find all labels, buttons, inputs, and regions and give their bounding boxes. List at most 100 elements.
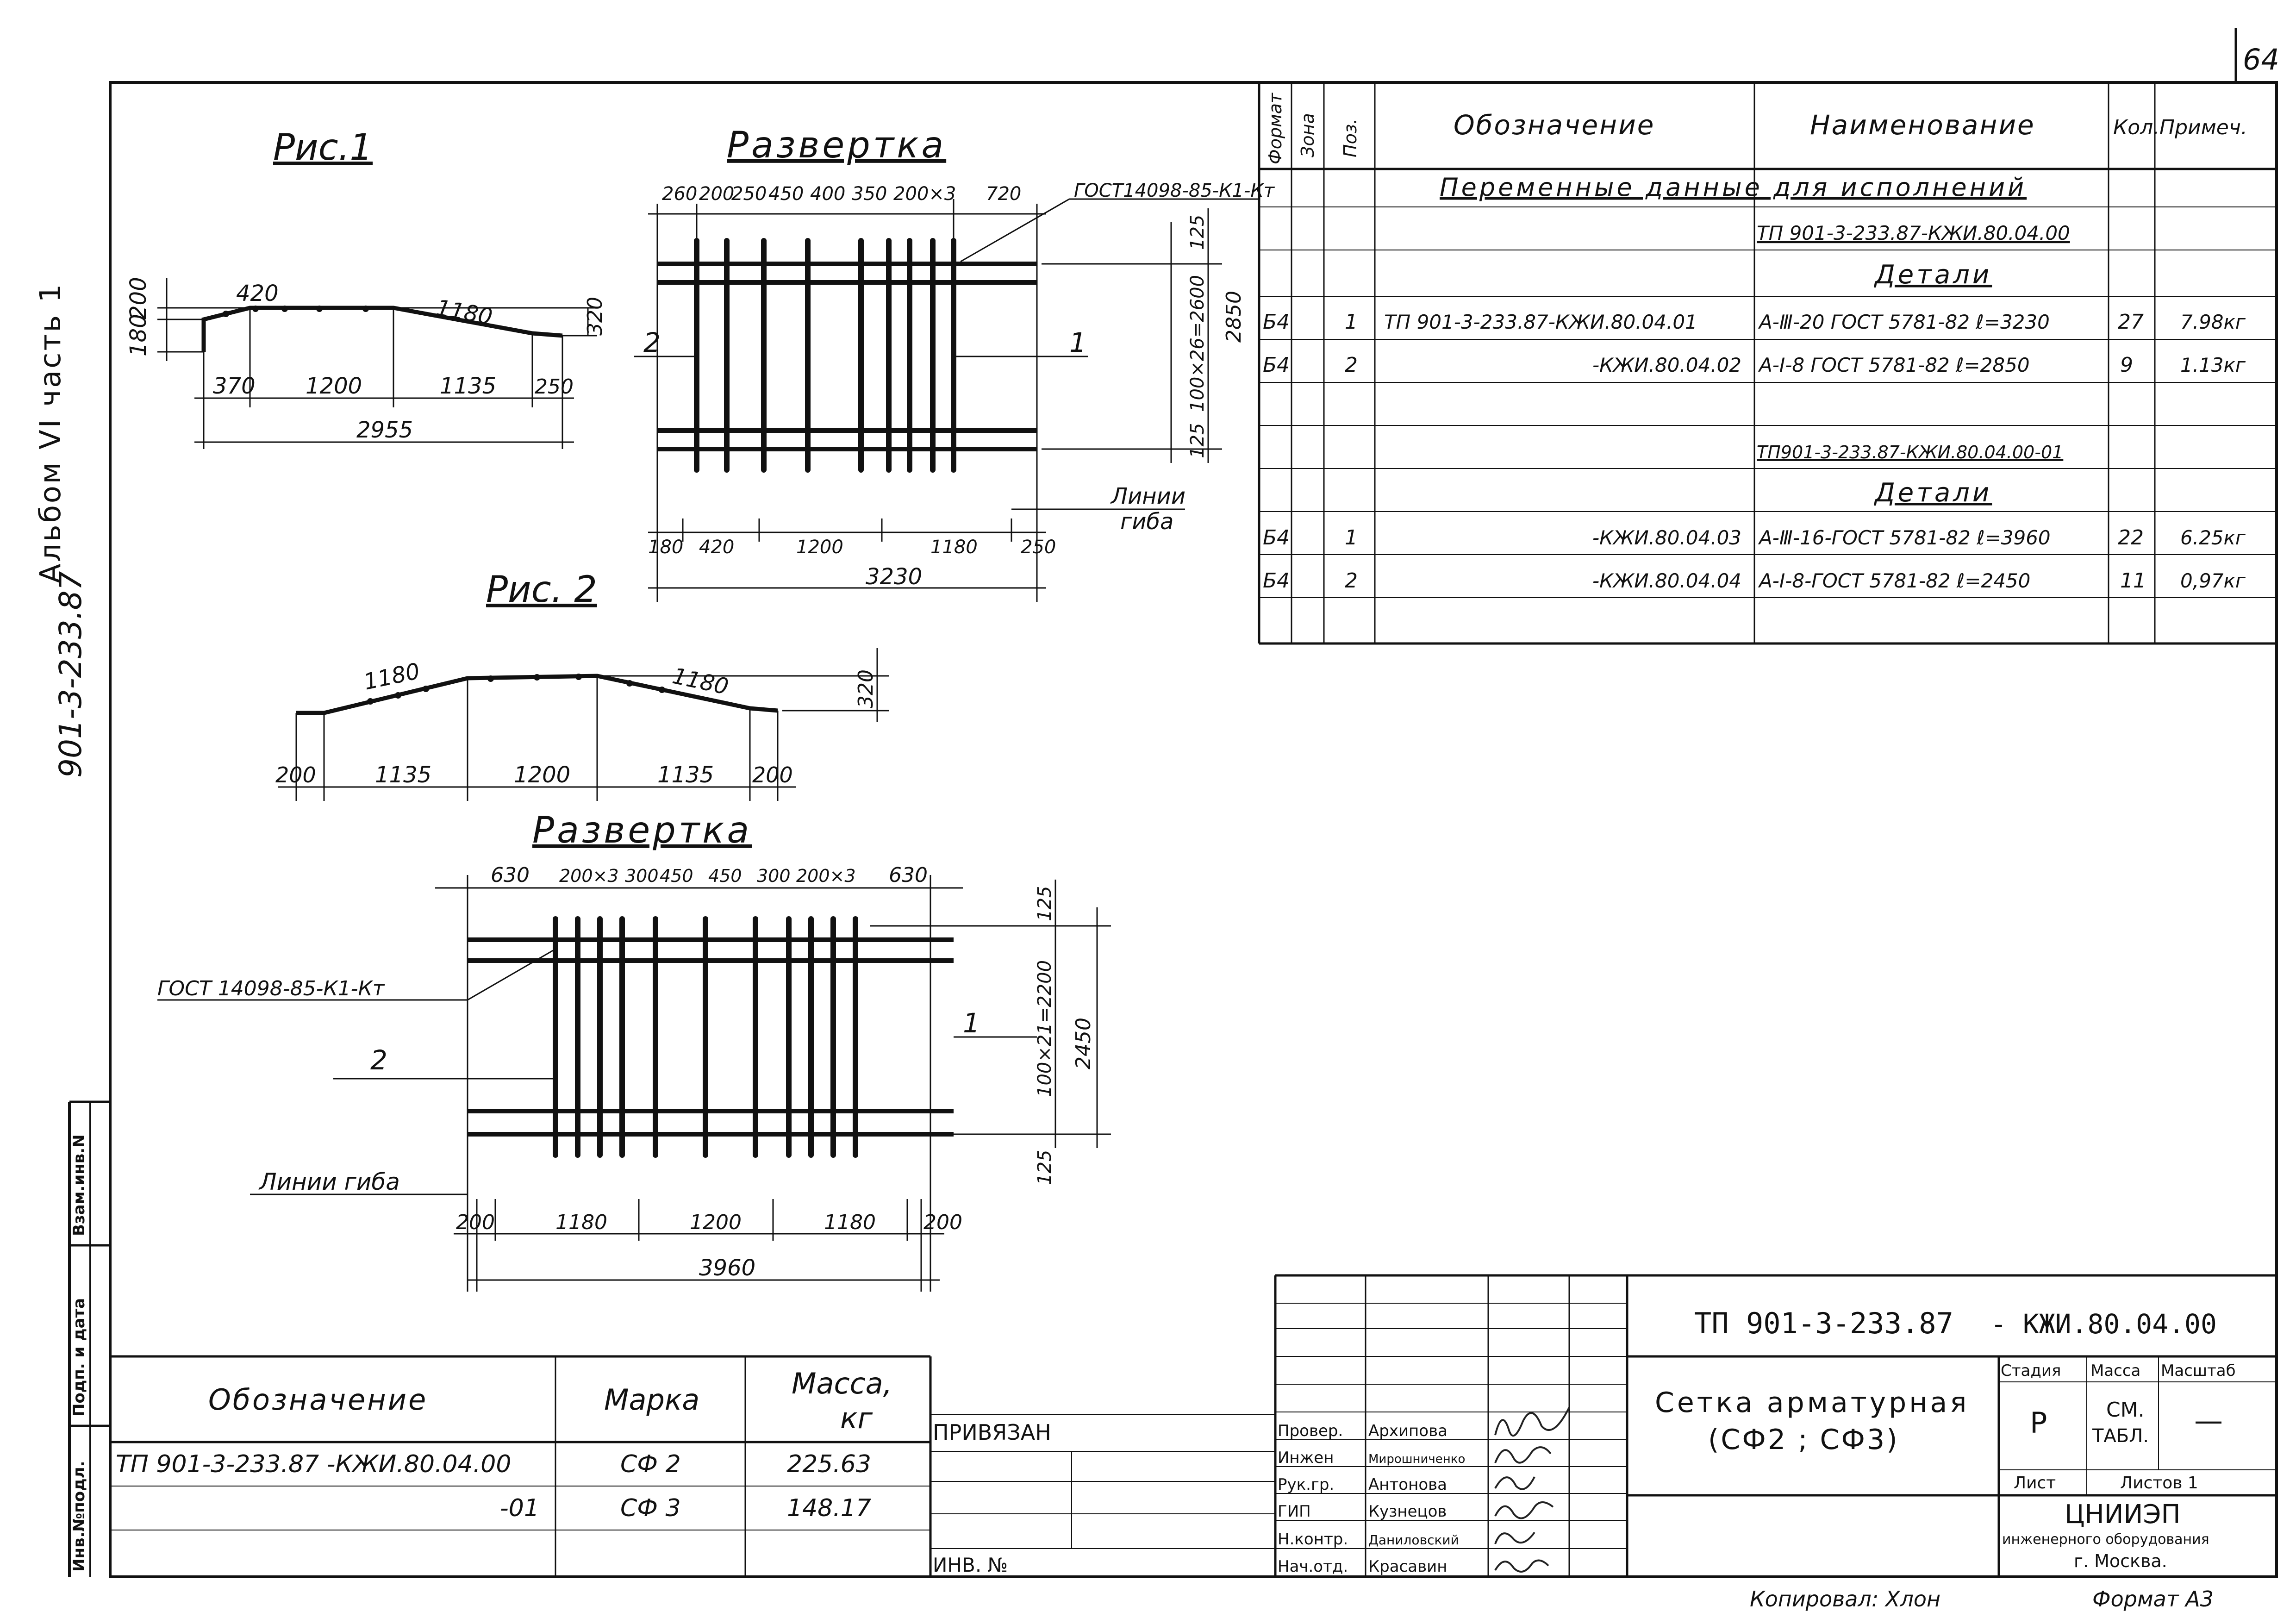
fig2-bend-label: Линии гиба <box>258 1168 400 1195</box>
mass-value-1: СМ. <box>2106 1398 2145 1422</box>
fig1-position-2: 2 <box>643 327 661 358</box>
fig2-side-dim-1135-right: 1135 <box>657 762 714 788</box>
fig2-dev-dim-200x3-right: 200×3 <box>796 866 856 886</box>
album-code: 901-3-233.87 <box>53 571 88 778</box>
signature-2 <box>1494 1446 1552 1464</box>
staff-name-2: Мирошниченко <box>1368 1452 1465 1466</box>
staff-role-2: Инжен <box>1278 1449 1334 1467</box>
fig1-dev-dim-2850: 2850 <box>1222 291 1246 343</box>
mass-row2-mass: 148.17 <box>787 1494 871 1522</box>
fig1-development-view: Развертка 260 200 250 450 400 350 200 <box>634 125 1275 602</box>
fig2-dev-dim-630-right: 630 <box>889 863 928 887</box>
staff-name-3: Антонова <box>1368 1475 1447 1494</box>
fig1-dev-dim-125-top: 125 <box>1187 215 1208 250</box>
fig1-dev-dim-350: 350 <box>852 183 887 205</box>
fig1-dev-dim-200x3: 200×3 <box>893 183 956 205</box>
fig1-dev-dim-250: 250 <box>1021 537 1056 558</box>
fig1-dev-dim-450: 450 <box>768 183 804 205</box>
fig2-side-dim-200-right: 200 <box>752 762 793 787</box>
spec-header-name: Наименование <box>1810 109 2035 141</box>
stamp-replaced-inv: Взам.инв.N <box>70 1134 88 1236</box>
fig2-dev-dim-1180-right: 1180 <box>824 1211 876 1234</box>
staff-name-5: Даниловский <box>1368 1532 1459 1548</box>
fig2-dev-dim-125-top: 125 <box>1034 886 1055 921</box>
binding-label: ПРИВЯЗАН <box>933 1420 1051 1445</box>
org-name: ЦНИИЭП <box>2065 1499 2181 1530</box>
fig2-dev-dim-200-left: 200 <box>456 1211 495 1234</box>
spec-header-zone: Зона <box>1298 113 1318 157</box>
footer-format: Формат А3 <box>2092 1587 2214 1612</box>
fig1-side-dim-2955: 2955 <box>356 417 413 443</box>
fig1-side-dim-420: 420 <box>236 281 279 306</box>
spec-header-pos: Поз. <box>1340 119 1360 157</box>
title-code: ТП 901-3-233.87 <box>1694 1306 1953 1340</box>
fig1-side-dim-1135: 1135 <box>440 373 496 399</box>
spec-row4-name: А-Ⅰ-8 ГОСТ 5781-82 ℓ=2850 <box>1758 354 2030 376</box>
fig1-dev-dim-1180: 1180 <box>930 537 978 558</box>
sheet-number: 64 <box>2243 43 2279 76</box>
stamp-sign-date: Подп. и дата <box>70 1298 88 1417</box>
staff-role-6: Нач.отд. <box>1278 1557 1348 1576</box>
fig1-side-dim-1200: 1200 <box>306 373 362 399</box>
fig2-dev-dim-450-left: 450 <box>660 866 693 886</box>
fig2-side-dim-1200: 1200 <box>514 762 570 788</box>
mass-value-2: ТАБЛ. <box>2092 1425 2149 1447</box>
spec-row3-pos: 1 <box>1345 310 1358 334</box>
staff-name-4: Кузнецов <box>1368 1502 1447 1521</box>
fig2-dev-dim-2450: 2450 <box>1072 1018 1095 1069</box>
staff-name-1: Архипова <box>1368 1422 1447 1440</box>
fig1-side-view: Рис.1 420 1180 200 180 320 370 1200 1135… <box>125 127 607 449</box>
spec-row7-name: Детали <box>1873 478 1992 508</box>
mass-row1-mass: 225.63 <box>787 1450 871 1478</box>
org-sub: инженерного оборудования <box>2002 1531 2209 1548</box>
fig1-side-dim-1180: 1180 <box>434 295 494 330</box>
fig2-dev-dim-1200: 1200 <box>690 1211 742 1234</box>
fig2-dev-dim-630-left: 630 <box>491 863 530 887</box>
spec-row1-name: ТП 901-3-233.87-КЖИ.80.04.00 <box>1757 222 2070 244</box>
fig1-side-dim-250: 250 <box>535 375 574 399</box>
spec-row6-name: ТП901-3-233.87-КЖИ.80.04.00-01 <box>1757 442 2063 462</box>
fig1-dev-dim-720: 720 <box>986 183 1021 205</box>
fig2-dev-dim-450-right: 450 <box>708 866 742 886</box>
mass-row1-designation: ТП 901-3-233.87 -КЖИ.80.04.00 <box>116 1450 511 1478</box>
fig1-dev-title: Развертка <box>727 125 946 166</box>
signature-1 <box>1494 1407 1570 1437</box>
fig2-dev-dim-2200: 100×21=2200 <box>1034 960 1055 1097</box>
spec-row9-designation: -КЖИ.80.04.04 <box>1592 569 1741 592</box>
fig1-dev-dim-2600: 100×26=2600 <box>1187 275 1208 412</box>
fig2-side-dim-1135-left: 1135 <box>375 762 431 788</box>
fig2-dev-dim-3960: 3960 <box>699 1255 755 1281</box>
spec-row9-pos: 2 <box>1345 569 1358 593</box>
fig1-dev-dim-180: 180 <box>648 537 683 558</box>
fig1-dev-dim-260: 260 <box>662 183 697 205</box>
mass-row2-designation: -01 <box>500 1494 539 1522</box>
mass-row1-mark: СФ 2 <box>620 1450 681 1478</box>
fig1-title: Рис.1 <box>273 127 373 169</box>
spec-row8-note: 6.25кг <box>2180 526 2246 549</box>
mass-header-unit: кг <box>840 1401 873 1435</box>
staff-role-4: ГИП <box>1278 1502 1311 1521</box>
mass-header-mass: Масса, <box>792 1367 892 1400</box>
fig2-side-dim-200-left: 200 <box>275 762 316 787</box>
fig2-dev-dim-300-right: 300 <box>757 866 791 886</box>
fig1-bend-label-1: Линии <box>1110 483 1185 509</box>
spec-row3-format: Б4 <box>1263 310 1290 334</box>
fig2-dev-dim-125-bottom: 125 <box>1034 1150 1055 1185</box>
fig2-dev-dim-1180-left: 1180 <box>555 1211 607 1234</box>
spec-header-format: Формат <box>1265 92 1285 164</box>
fig2-dev-dim-200-right: 200 <box>923 1211 962 1234</box>
spec-row3-designation: ТП 901-3-233.87-КЖИ.80.04.01 <box>1384 311 1697 333</box>
mass-header-designation: Обозначение <box>208 1383 428 1417</box>
staff-name-6: Красавин <box>1368 1557 1447 1576</box>
scale-label: Масштаб <box>2161 1362 2236 1380</box>
spec-row4-designation: -КЖИ.80.04.02 <box>1592 354 1741 376</box>
signature-6 <box>1494 1559 1549 1573</box>
title-name-1: Сетка арматурная <box>1655 1387 1969 1419</box>
fig1-dev-dim-400: 400 <box>810 183 845 205</box>
fig2-side-dim-320: 320 <box>854 669 878 708</box>
fig1-side-dim-180: 180 <box>125 314 151 356</box>
fig2-side-view: Рис. 2 1180 1180 320 200 1135 1200 1135 … <box>275 569 889 801</box>
signature-4 <box>1494 1501 1554 1519</box>
staff-role-5: Н.контр. <box>1278 1530 1348 1549</box>
fig1-dev-dim-200: 200 <box>699 183 734 205</box>
